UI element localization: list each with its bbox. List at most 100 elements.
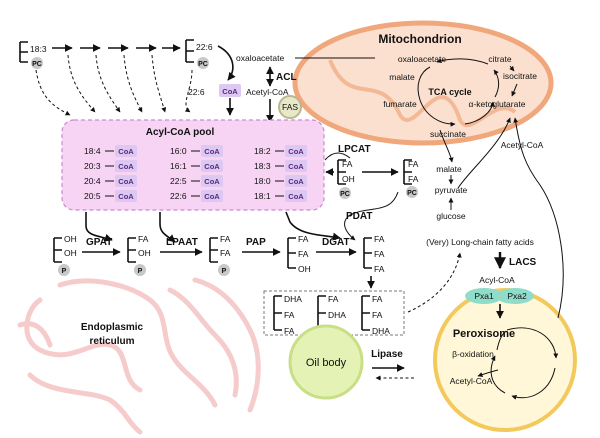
pap-label: PAP [246,237,266,248]
er-label: Endoplasmic reticulum [81,322,144,347]
fa-tag-2: FA [374,249,385,259]
peroxisome: Peroxisome β-oxidation Acetyl-CoA [433,288,577,432]
dgat-label: DGAT [322,237,350,248]
lpa: FA OH P [127,234,151,276]
pyruvate: pyruvate [435,185,468,195]
fas-enzyme: FAS [278,95,302,119]
pc-label-2: PC [198,61,208,68]
pool-coa-chip-0-2 [115,175,137,187]
fa-tag1-3: FA [284,326,295,336]
malate-cytosol: malate [436,164,462,174]
pool-coa-chip-2-0 [285,145,307,157]
gpat-label: GPAT [86,237,112,248]
fa-lpc-1: FA [342,159,353,169]
pool-coa-label-1-3: CoA [204,192,220,201]
er-label-line1: Endoplasmic [81,322,144,333]
pool-coa-label-1-0: CoA [204,147,220,156]
pool-coa-chip-1-3 [201,190,223,202]
pool-fa-1-2: 22:5 [170,176,187,186]
fa-pa-2: FA [220,248,231,258]
pxa-transporter: Pxa1 Pxa2 [465,288,534,304]
fa-tag3-2: FA [372,310,383,320]
fa-tag1-2: FA [284,310,295,320]
fa-18-3-label: 18:3 [30,44,47,54]
beta-oxidation-label: β-oxidation [452,349,494,359]
dha-tag1-1: DHA [284,294,302,304]
oh-lpa: OH [138,248,151,258]
fa-dag-2: FA [298,249,309,259]
citrate: citrate [488,54,511,64]
peroxisome-label: Peroxisome [453,328,515,340]
pool-fa-2-0: 18:2 [254,146,271,156]
pool-coa-chip-0-1 [115,160,137,172]
pool-fa-1-0: 16:0 [170,146,187,156]
pool-fa-0-0: 18:4 [84,146,101,156]
lipase-label: Lipase [371,349,403,360]
pc-label-1: PC [32,61,42,68]
pool-coa-chip-1-1 [201,160,223,172]
pool-fa-0-1: 20:3 [84,161,101,171]
fa-tag-3: FA [374,264,385,274]
fa-pc-2: FA [408,174,419,184]
acl-label: ACL [276,72,297,83]
fa-pa-1: FA [220,234,231,244]
tca-cycle-arrows [417,58,518,127]
pool-coa-label-0-2: CoA [118,177,134,186]
pdat-arrow [344,191,399,241]
oh-g3p-1: OH [64,234,77,244]
pool-fa-1-3: 22:6 [170,191,187,201]
pool-coa-chip-1-0 [201,145,223,157]
acetyl-coa-cytosol: Acetyl-CoA [246,87,289,97]
lpcat-curve [324,152,351,161]
succinate-to-malate [439,129,454,163]
mitochondrion: Mitochondrion [292,20,554,146]
pool-coa-chip-0-3 [115,190,137,202]
pc-full: FA FA PC [403,159,419,198]
beta-oxidation-cycle [477,327,559,400]
dha-tag-box: DHA FA FA FA DHA FA FA FA DHA [263,290,405,336]
fa-tag3-1: FA [372,294,383,304]
isocitrate: isocitrate [503,71,537,81]
fa-dag-1: FA [298,234,309,244]
pa: FA FA P [209,234,231,276]
fa-22-6-label: 22:6 [196,42,213,52]
fas-label: FAS [282,102,298,112]
pool-coa-chip-2-3 [285,190,307,202]
pool-coa-chip-2-1 [285,160,307,172]
pool-coa-label-2-0: CoA [288,147,304,156]
dha-to-vlcfa-dash [407,252,462,313]
lacs-label: LACS [509,257,537,268]
fa-pc-1: FA [408,159,419,169]
tag: FA FA FA [363,234,385,274]
er-membrane-drawing [17,277,261,435]
malate-mito: malate [389,72,415,82]
oil-body-label: Oil body [306,357,347,369]
pool-fa-0-3: 20:5 [84,191,101,201]
pool-fa-2-3: 18:1 [254,191,271,201]
pool-fa-1-1: 16:1 [170,161,187,171]
arrow-22-6-to-coa [217,45,236,81]
pool-fa-2-2: 18:0 [254,176,271,186]
alpha-ketoglutarate: α-ketoglutarate [469,99,526,109]
lpcat-label: LPCAT [338,144,371,155]
p-label-3: P [222,268,227,275]
pool-coa-label-0-1: CoA [118,162,134,171]
pool-coa-chip-2-2 [285,175,307,187]
fa-tag2-1: FA [328,294,339,304]
fumarate: fumarate [383,99,417,109]
pool-to-dgat-arrow [285,211,341,241]
acyl-coa-pool-label: Acyl-CoA pool [146,127,215,138]
acyl-coa-perox-in: Acyl-CoA [479,275,515,285]
er-label-line2: reticulum [89,336,134,347]
acyl-coa-pool: Acyl-CoA pool [61,119,325,211]
oh-g3p-2: OH [64,248,77,258]
pool-coa-label-1-2: CoA [204,177,220,186]
pool-coa-label-0-3: CoA [118,192,134,201]
acetyl-coa-mito: Acetyl-CoA [501,140,544,150]
pc-22-6: 22:6 PC [185,39,213,69]
succinate: succinate [430,129,466,139]
pdat-label: PDAT [346,211,372,222]
p-label-2: P [138,268,143,275]
dha-tag2-2: DHA [328,310,346,320]
